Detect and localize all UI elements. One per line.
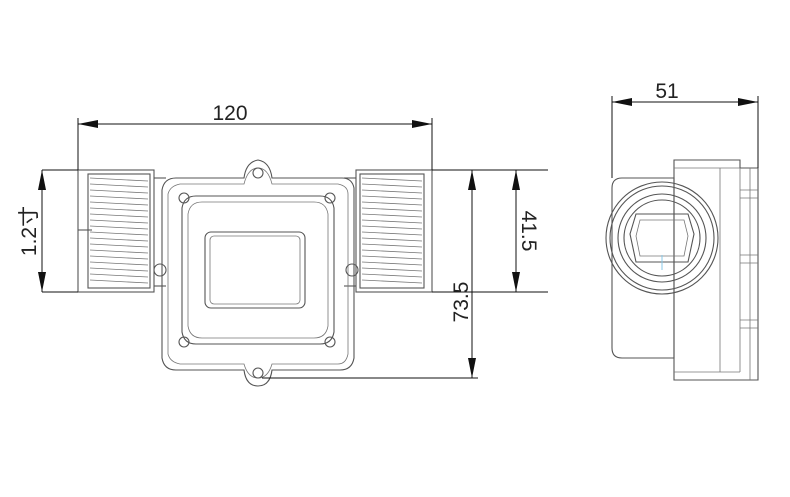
dim-side-width: 51	[611, 80, 759, 178]
flange-outline	[161, 159, 355, 387]
dim-center-height: 41.5	[432, 169, 548, 293]
right-pipe-threads	[361, 177, 423, 284]
sensor-window	[204, 231, 306, 309]
thread-ridge	[89, 279, 149, 284]
thread-ridge	[361, 183, 423, 188]
arrow-center-top	[512, 170, 520, 190]
pipe-end-middle	[617, 193, 707, 283]
right-pipe-outline	[355, 169, 433, 293]
flange-inner-outline	[167, 167, 349, 379]
side-flange-outline	[611, 177, 675, 359]
thread-ridge	[89, 207, 149, 212]
thread-ridge	[361, 249, 423, 254]
flow-channel	[629, 213, 695, 263]
thread-ridge	[89, 231, 149, 236]
bolt-hole-bottom-left	[178, 336, 190, 348]
label-side-width: 51	[655, 80, 678, 103]
bolt-hole-bottom	[252, 367, 264, 379]
arrow-center-bottom	[512, 272, 520, 292]
thread-ridge	[361, 231, 423, 236]
thread-ridge	[361, 189, 423, 194]
thread-ridge	[361, 267, 423, 272]
pipe-end-outer	[605, 181, 719, 295]
left-pipe-threads	[89, 177, 149, 284]
thread-ridge	[361, 261, 423, 266]
left-threaded-pipe	[77, 169, 166, 293]
sensor-window-inner	[209, 235, 301, 305]
thread-ridge	[361, 213, 423, 218]
arrow-width-left	[612, 98, 632, 106]
right-pipe-inner	[359, 173, 425, 289]
thread-ridge	[89, 195, 149, 200]
flow-channel-inner	[635, 219, 689, 257]
bolt-hole-left	[153, 263, 167, 277]
side-view	[605, 159, 759, 381]
thread-ridge	[89, 219, 149, 224]
thread-ridge	[361, 255, 423, 260]
thread-ridge	[89, 189, 149, 194]
dim-overall-height: 73.5	[262, 170, 478, 379]
thread-ridge	[361, 201, 423, 206]
arrow-thread-bottom	[38, 272, 46, 292]
arrow-thread-top	[38, 170, 46, 190]
flange-body	[153, 159, 359, 387]
left-pipe-outline	[77, 169, 155, 293]
dim-overall-length: 120	[77, 102, 433, 170]
thread-ridge	[89, 183, 149, 188]
thread-ridge	[361, 195, 423, 200]
label-overall-height: 73.5	[450, 282, 473, 323]
bolt-hole-top-left	[178, 192, 190, 204]
right-threaded-pipe	[344, 169, 433, 293]
label-center-height: 41.5	[517, 211, 540, 252]
thread-ridge	[89, 255, 149, 260]
thread-ridge	[89, 177, 149, 182]
arrow-width-right	[738, 98, 758, 106]
flange-recess	[181, 195, 335, 345]
label-thread-size: 1.2寸	[18, 206, 41, 256]
side-body-outline	[673, 159, 759, 381]
bolt-hole-right	[345, 263, 359, 277]
front-view	[77, 159, 433, 387]
arrow-left	[78, 120, 98, 128]
bolt-hole-top	[252, 167, 264, 179]
thread-ridge	[89, 267, 149, 272]
thread-ridge	[89, 225, 149, 230]
dim-thread-size: 1.2寸	[18, 169, 78, 293]
arrow-height-top	[468, 170, 476, 190]
flange-recess-inner	[187, 201, 329, 339]
bolt-holes	[153, 167, 359, 379]
thread-ridge	[89, 201, 149, 206]
thread-ridge	[89, 261, 149, 266]
pipe-end-outer-2	[609, 185, 715, 291]
thread-ridge	[361, 273, 423, 278]
thread-ridge	[89, 273, 149, 278]
thread-ridge	[89, 213, 149, 218]
label-overall-length: 120	[212, 102, 247, 125]
left-pipe-inner	[87, 173, 151, 289]
thread-ridge	[89, 243, 149, 248]
bolt-hole-top-right	[324, 192, 336, 204]
dimension-annotations: 120 1.2寸 41.5 73.5	[18, 80, 759, 379]
arrow-right	[412, 120, 432, 128]
thread-ridge	[361, 219, 423, 224]
thread-ridge	[361, 207, 423, 212]
thread-ridge	[89, 237, 149, 242]
thread-ridge	[361, 279, 423, 284]
thread-ridge	[89, 249, 149, 254]
thread-ridge	[361, 177, 423, 182]
thread-ridge	[361, 237, 423, 242]
thread-ridge	[361, 225, 423, 230]
bolt-hole-bottom-right	[324, 336, 336, 348]
pipe-end-inner	[623, 199, 701, 277]
thread-ridge	[361, 243, 423, 248]
arrow-height-bottom	[468, 358, 476, 378]
